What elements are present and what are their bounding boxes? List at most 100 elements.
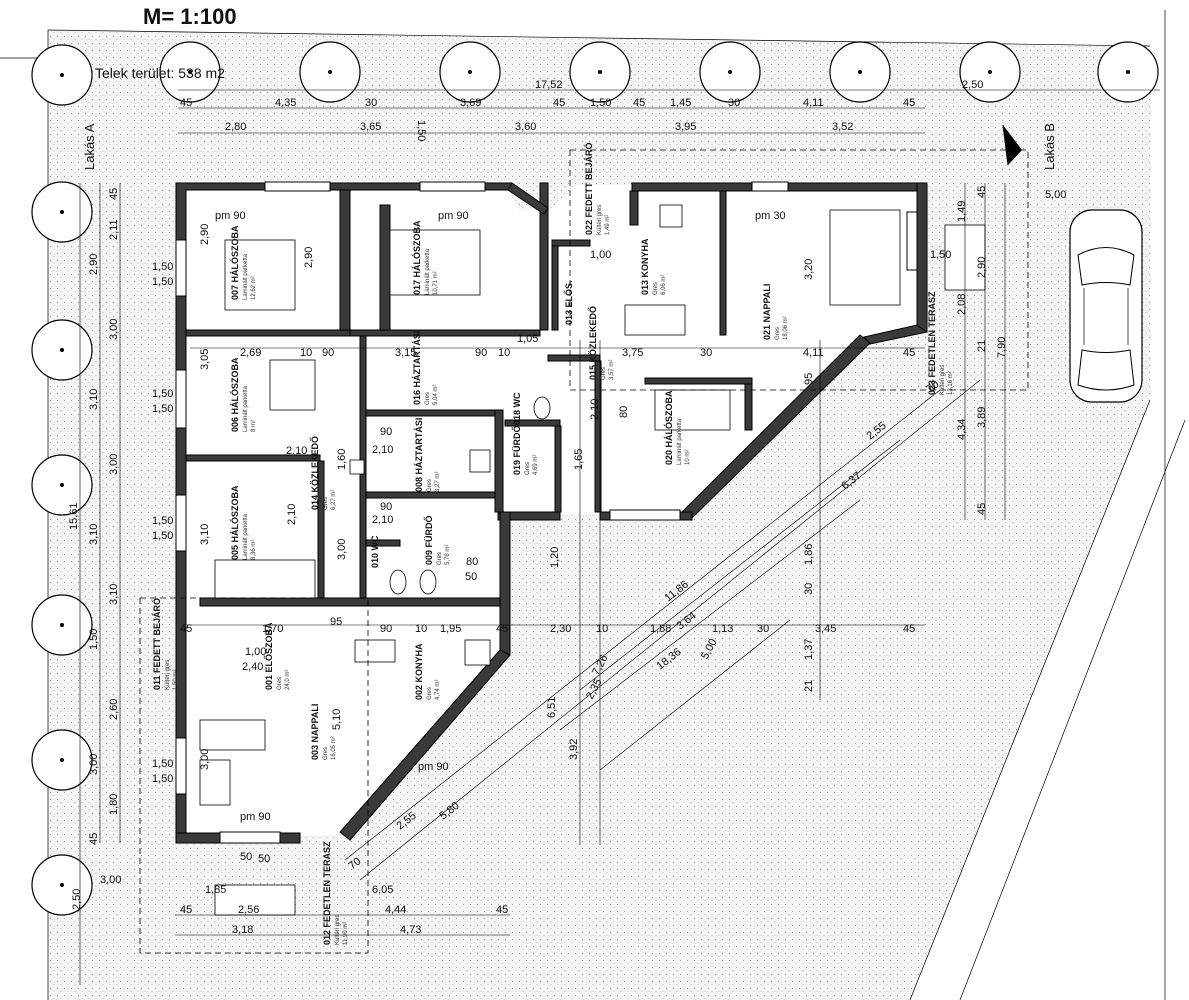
room-023: 023 FEDETLEN TERASZ Kültéri gres 13,16 m… [927, 291, 954, 395]
dim-top2-10: 45 [903, 97, 915, 109]
svg-text:020 HÁLÓSZOBA: 020 HÁLÓSZOBA [663, 390, 674, 465]
dim-bottom-0: 45 [180, 904, 192, 916]
dim-right-5: 21 [976, 340, 988, 352]
dim-top2-7: 1,45 [670, 97, 691, 109]
misc-0: 2,10 [286, 445, 307, 457]
misc-16: 50 [258, 853, 270, 865]
svg-text:013 ELŐS.: 013 ELŐS. [563, 280, 574, 325]
dim-mid-10: 45 [180, 623, 192, 635]
svg-text:11,90 m²: 11,90 m² [343, 922, 349, 945]
svg-text:001 ELŐSZOBA: 001 ELŐSZOBA [263, 622, 274, 690]
dim-left-1: 2,11 [108, 219, 120, 240]
dim-left-9: 2,60 [108, 699, 120, 720]
dim-mid-17: 10 [596, 623, 608, 635]
misc-12: 2,10 [286, 504, 298, 525]
dim-top3-2: 3,60 [515, 121, 536, 133]
dim-top3-3: 3,95 [675, 121, 696, 133]
dim-mid-11: 1,70 [262, 623, 283, 635]
dim-right-12: 30 [803, 583, 815, 595]
dim-mid-7: 30 [700, 347, 712, 359]
svg-text:1,50 m²: 1,50 m² [173, 670, 179, 690]
svg-text:5,76 m²: 5,76 m² [445, 545, 451, 565]
dim-top2-9: 4,11 [803, 97, 824, 109]
dim-mid-1: 10 [300, 347, 312, 359]
svg-text:4,74 m²: 4,74 m² [435, 680, 441, 700]
misc-24: 1,50 [415, 120, 427, 141]
misc-17: 1,05 [517, 333, 538, 345]
misc-4: 2,10 [372, 514, 393, 526]
dim-top2-6: 45 [633, 97, 645, 109]
misc-7: 80 [618, 406, 630, 418]
svg-text:016 HÁZTARTÁSI: 016 HÁZTARTÁSI [412, 331, 422, 405]
svg-text:18,05 m²: 18,05 m² [331, 736, 337, 760]
dim-mid-14: 1,95 [440, 623, 461, 635]
dim-left-total: 15,61 [68, 502, 80, 530]
dim-top2-8: 30 [728, 97, 740, 109]
dim-mid-3: 3,15 [395, 347, 416, 359]
dim-left-0: 45 [108, 188, 120, 200]
svg-text:013 KONYHA: 013 KONYHA [640, 238, 650, 295]
dim-diag-10: 6,51 [546, 697, 558, 718]
misc-3: 90 [380, 501, 392, 513]
dim-left-7: 3,10 [108, 584, 120, 605]
svg-text:Kültéri gres: Kültéri gres [940, 365, 946, 395]
svg-text:10,71 m²: 10,71 m² [433, 271, 439, 295]
svg-text:007 HÁLÓSZOBA: 007 HÁLÓSZOBA [229, 225, 240, 300]
dim-right-13: 1,37 [803, 639, 815, 660]
svg-text:Gres: Gres [323, 747, 329, 760]
dim-mid-9: 45 [903, 347, 915, 359]
tree-trunk-icon [858, 70, 862, 74]
svg-text:002 KONYHA: 002 KONYHA [414, 643, 424, 700]
tree-trunk-icon [60, 210, 64, 214]
room-002: 002 KONYHA Gres 4,74 m² [414, 643, 441, 700]
dim-mid-18: 1,88 [650, 623, 671, 635]
svg-text:6,27 m²: 6,27 m² [331, 490, 337, 510]
misc-2: 2,10 [372, 444, 393, 456]
svg-text:4,69 m²: 4,69 m² [533, 455, 539, 475]
tree-trunk-icon [60, 758, 64, 762]
roof-outline [139, 149, 1029, 954]
dim-mid-12: 90 [380, 623, 392, 635]
dim-mid-4: 90 [475, 347, 487, 359]
misc-6: 2,10 [589, 399, 601, 420]
svg-text:6,06 m²: 6,06 m² [661, 275, 667, 295]
svg-text:018 WC: 018 WC [512, 392, 522, 425]
room-010: 010 WC [370, 535, 380, 568]
tree-trunk-icon [328, 70, 332, 74]
svg-text:3,57 m²: 3,57 m² [609, 360, 615, 380]
dim-left-11: 1,80 [108, 794, 120, 815]
door-tag-0: pm 90 [215, 210, 246, 222]
tree-trunk-icon [60, 348, 64, 352]
svg-text:Gres: Gres [653, 282, 659, 295]
room-015: 015 KÖZLEKEDŐ Gres 3,57 m² [587, 306, 615, 380]
misc-13: 2,40 [242, 661, 263, 673]
svg-text:015 KÖZLEKEDŐ: 015 KÖZLEKEDŐ [587, 306, 598, 380]
room-014: 014 KÖZLEKEDŐ Gres 6,27 m² [309, 436, 337, 510]
dim-top2-0: 45 [180, 97, 192, 109]
misc-21: 2,90 [303, 247, 315, 268]
tree-trunk-icon [988, 70, 992, 74]
tree-trunk-icon [1126, 70, 1130, 74]
dim-top3-4: 3,52 [832, 121, 853, 133]
misc-22: 95 [330, 616, 342, 628]
svg-text:023 FEDETLEN TERASZ: 023 FEDETLEN TERASZ [927, 291, 937, 395]
svg-text:8 m²: 8 m² [251, 420, 257, 432]
misc-5: 1,60 [336, 449, 348, 470]
dim-left2-0: 2,90 [199, 224, 211, 245]
room-018: 018 WC [512, 392, 522, 425]
room-022: 022 FEDETT BEJÁRÓ Kültéri gres 1,49 m² [583, 142, 611, 235]
dim-top2-2: 30 [365, 97, 377, 109]
dim-setback: 2,50 [962, 79, 983, 91]
room-003: 003 NAPPALI Gres 18,05 m² [310, 704, 337, 760]
dim-right-15: 5,10 [331, 709, 343, 730]
dim-diag-13: 70 [924, 378, 941, 395]
dim-left2-3: 3,05 [199, 349, 211, 370]
dim-left2-1: 1,50 [152, 261, 173, 273]
dim-right-4: 5,00 [1045, 189, 1066, 201]
misc-15: 80 [466, 556, 478, 568]
dim-total-width: 17,52 [535, 79, 563, 91]
dim-left2-4: 1,50 [152, 388, 173, 400]
dim-left2-12: 2,50 [71, 889, 83, 910]
car-icon [1069, 209, 1143, 403]
room-011: 011 FEDETT BEJÁRÓ Kültéri gres 1,50 m² [151, 598, 179, 690]
